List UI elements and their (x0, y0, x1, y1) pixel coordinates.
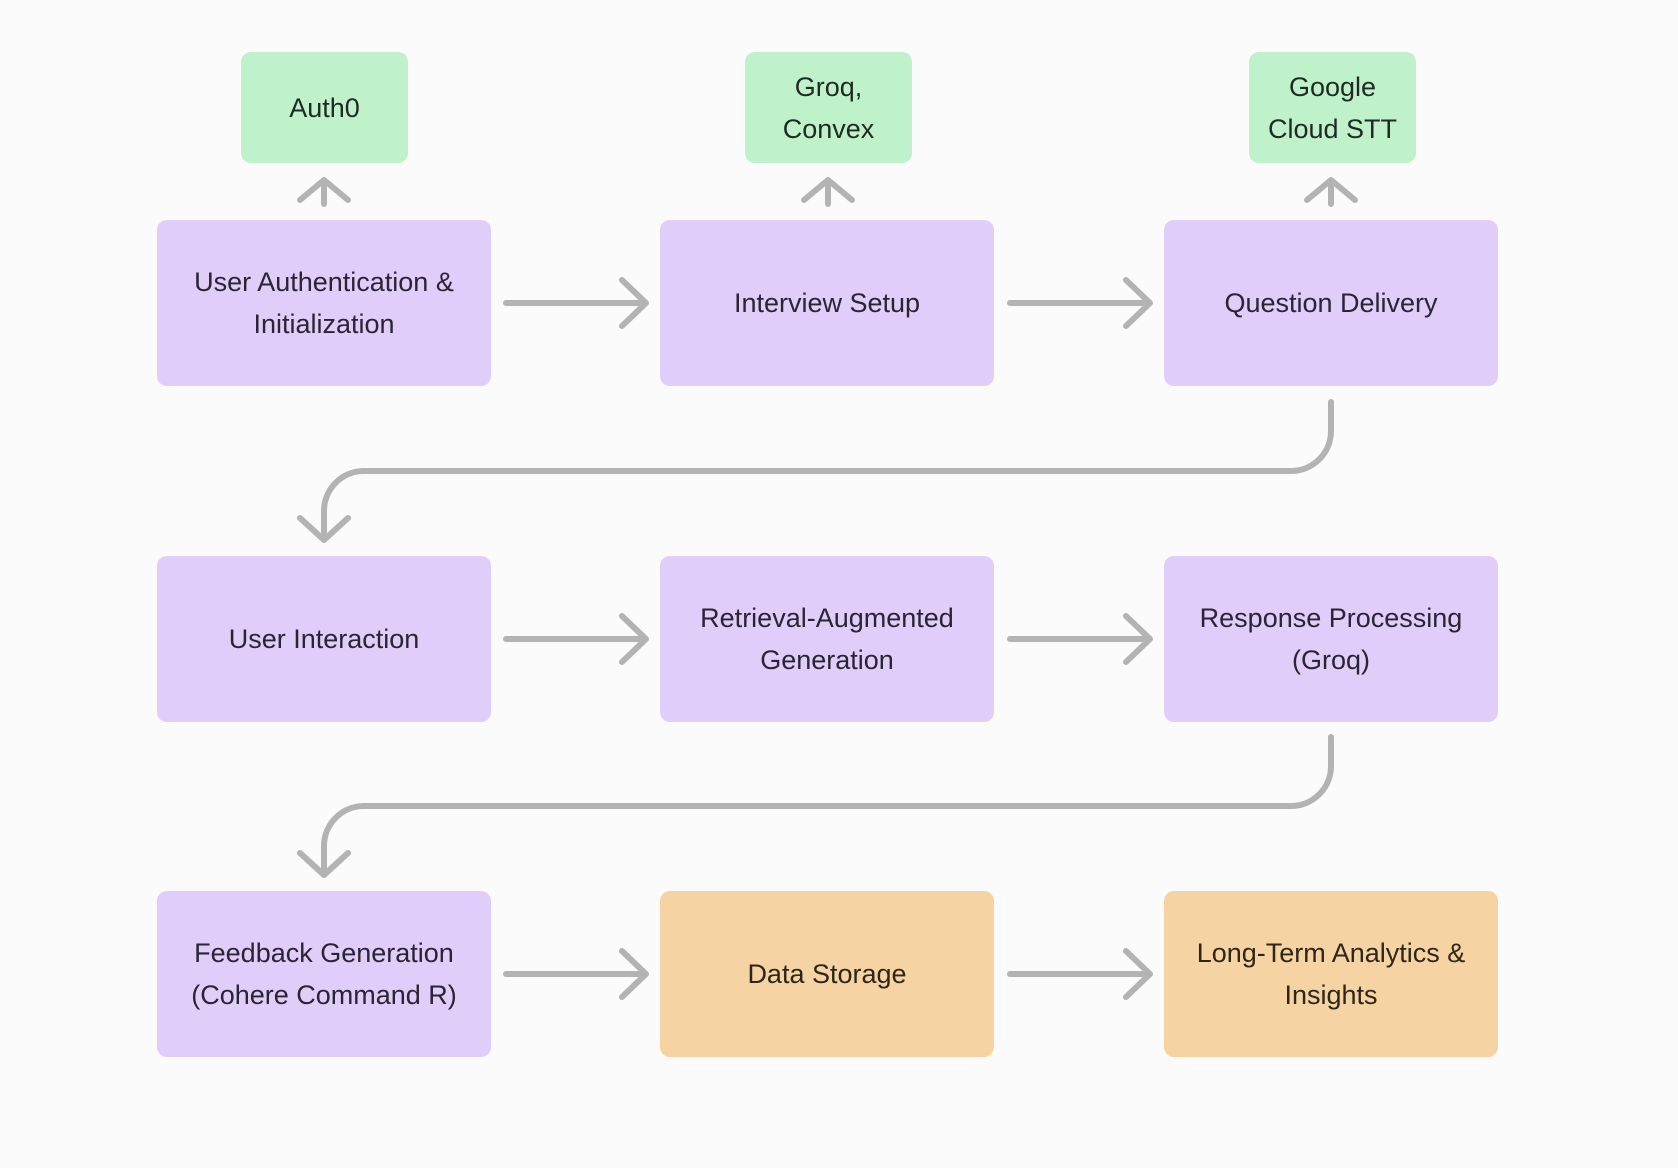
step-data-storage: Data Storage (660, 891, 994, 1057)
step-user-interaction: User Interaction (157, 556, 491, 722)
arrow-question-to-interaction (297, 399, 1334, 543)
service-auth0: Auth0 (241, 52, 408, 163)
step-retrieval-augmented-generation: Retrieval-Augmented Generation (660, 556, 994, 722)
step-long-term-analytics: Long-Term Analytics & Insights (1164, 891, 1498, 1057)
arrow-setup-to-groq-convex (801, 177, 855, 207)
service-google-stt: Google Cloud STT (1249, 52, 1416, 163)
arrow-interaction-to-rag (503, 613, 649, 665)
arrow-setup-to-question (1007, 277, 1153, 329)
step-user-authentication: User Authentication & Initialization (157, 220, 491, 386)
arrow-storage-to-analytics (1007, 948, 1153, 1000)
arrow-feedback-to-storage (503, 948, 649, 1000)
arrow-rag-to-response (1007, 613, 1153, 665)
service-groq-convex: Groq, Convex (745, 52, 912, 163)
step-interview-setup: Interview Setup (660, 220, 994, 386)
step-feedback-generation: Feedback Generation (Cohere Command R) (157, 891, 491, 1057)
arrow-response-to-feedback (297, 734, 1334, 878)
step-response-processing: Response Processing (Groq) (1164, 556, 1498, 722)
arrow-question-to-google-stt (1304, 177, 1358, 207)
arrow-auth-to-setup (503, 277, 649, 329)
step-question-delivery: Question Delivery (1164, 220, 1498, 386)
arrow-auth-to-auth0 (297, 177, 351, 207)
